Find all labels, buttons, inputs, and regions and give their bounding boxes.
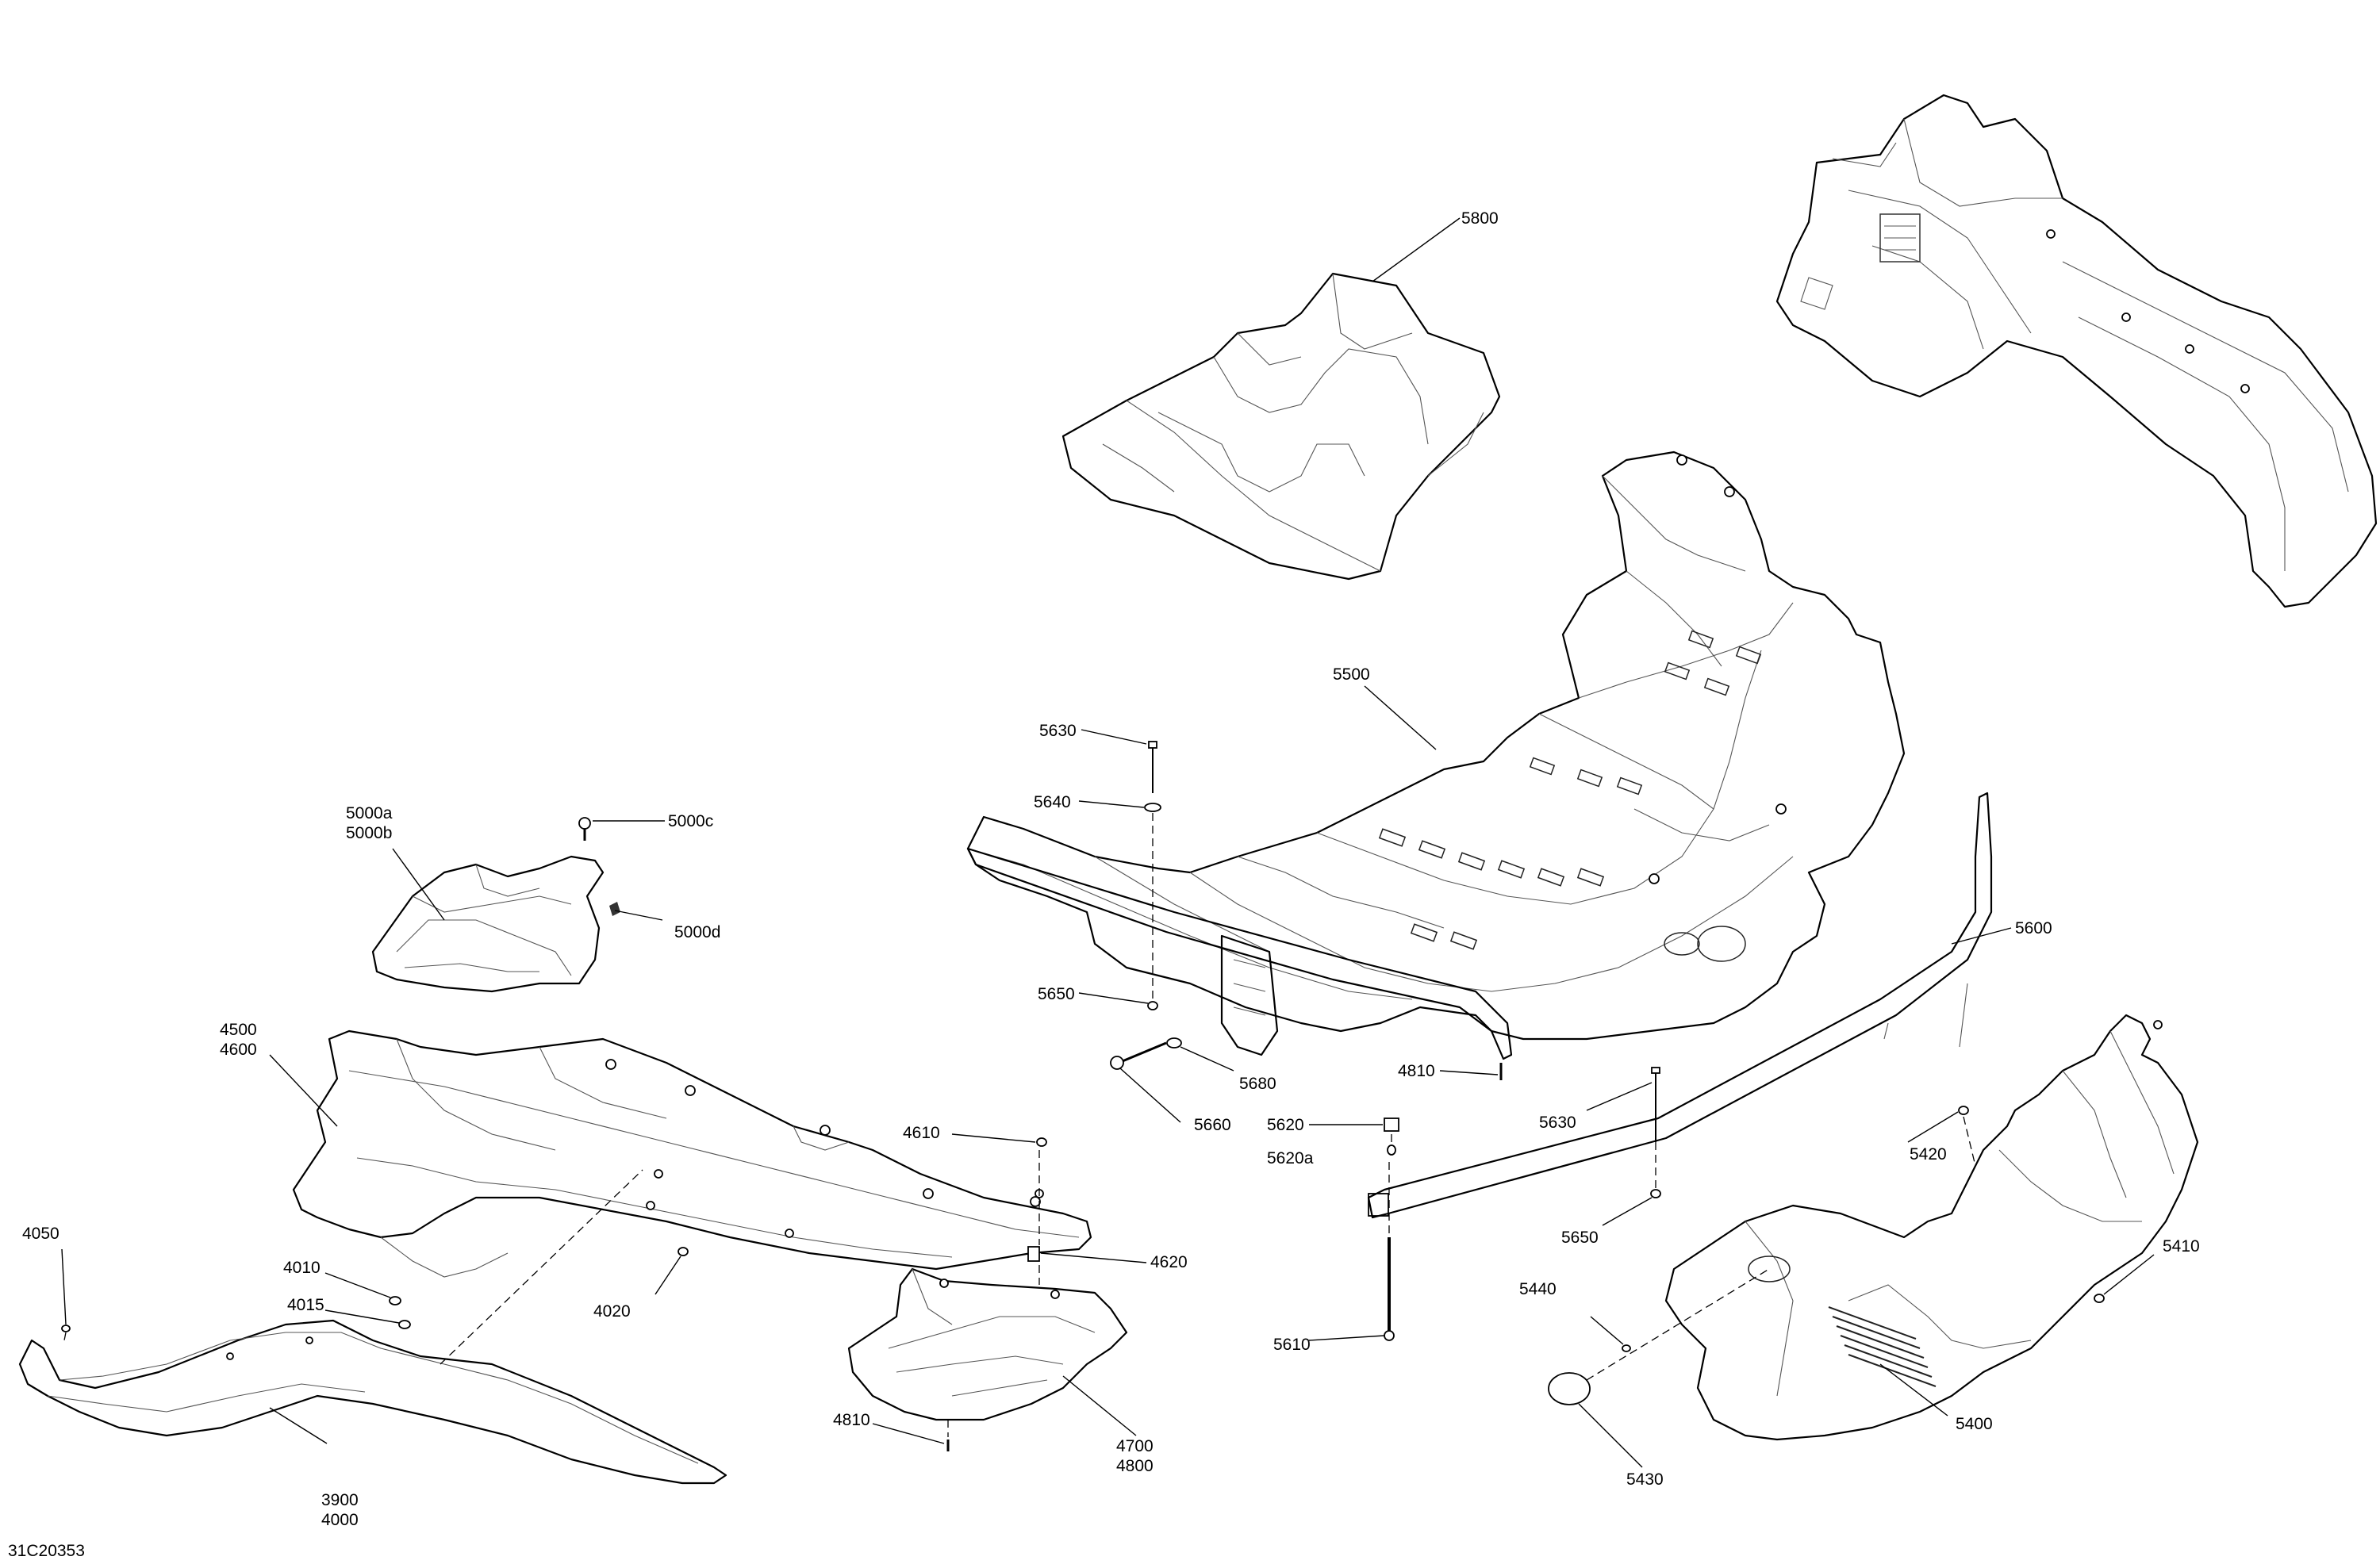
part-4500-side-panel	[292, 1029, 1092, 1278]
callout-5610: 5610	[1273, 1336, 1311, 1354]
callout-5000a: 5000a	[346, 804, 393, 822]
callout-4050: 4050	[22, 1225, 60, 1243]
callout-labels: 5800 5500 5630 5640 5650 5660 5680 5620 …	[8, 209, 2200, 1560]
callout-5660: 5660	[1194, 1116, 1231, 1134]
callout-5600: 5600	[2015, 919, 2052, 937]
callout-5400: 5400	[1956, 1415, 1993, 1433]
callout-4810-upper: 4810	[1398, 1062, 1435, 1080]
callout-5630-lower: 5630	[1539, 1114, 1576, 1132]
part-4700-lower-panel	[847, 1267, 1128, 1421]
callout-3900: 3900	[321, 1491, 359, 1509]
part-3900-footrest	[18, 1319, 727, 1485]
callout-4020: 4020	[593, 1302, 631, 1321]
part-5500-floor-body	[966, 450, 1906, 1060]
part-5400-rear-lower-fender	[1664, 1014, 2199, 1441]
leader-lines	[61, 217, 2155, 1468]
rear-fender-assembly	[1775, 94, 2378, 608]
callout-4500: 4500	[220, 1021, 257, 1039]
callout-5420: 5420	[1910, 1145, 1947, 1164]
callout-4810-lower: 4810	[833, 1411, 870, 1429]
assembly-lines	[63, 813, 1976, 1437]
part-5800-front-cover	[1061, 272, 1501, 581]
part-5600-tube-frame	[1367, 792, 1993, 1219]
callout-4700: 4700	[1116, 1437, 1154, 1455]
callout-5000d: 5000d	[674, 923, 720, 941]
diagram-id: 31C20353	[8, 1542, 85, 1560]
callout-5620a: 5620a	[1267, 1149, 1314, 1167]
callout-5500: 5500	[1333, 665, 1370, 684]
callout-5410: 5410	[2163, 1237, 2200, 1256]
callout-5680: 5680	[1239, 1075, 1276, 1093]
callout-4610: 4610	[903, 1124, 940, 1142]
callout-5650-upper: 5650	[1038, 985, 1075, 1003]
callout-4600: 4600	[220, 1041, 257, 1059]
callout-5800: 5800	[1461, 209, 1499, 228]
callout-5430: 5430	[1626, 1470, 1664, 1489]
callout-5000c: 5000c	[668, 812, 713, 830]
callout-4015: 4015	[287, 1296, 324, 1314]
callout-5000b: 5000b	[346, 824, 392, 842]
part-5000-front-panel	[371, 855, 620, 993]
callout-5620: 5620	[1267, 1116, 1304, 1134]
callout-5630-upper: 5630	[1039, 722, 1077, 740]
callout-4800: 4800	[1116, 1457, 1154, 1475]
callout-5650-lower: 5650	[1561, 1229, 1599, 1247]
callout-5440: 5440	[1519, 1280, 1557, 1298]
callout-5640: 5640	[1034, 793, 1071, 811]
hardware	[61, 741, 2105, 1451]
callout-4010: 4010	[283, 1259, 321, 1277]
callout-4620: 4620	[1150, 1253, 1188, 1271]
callout-4000: 4000	[321, 1511, 359, 1529]
